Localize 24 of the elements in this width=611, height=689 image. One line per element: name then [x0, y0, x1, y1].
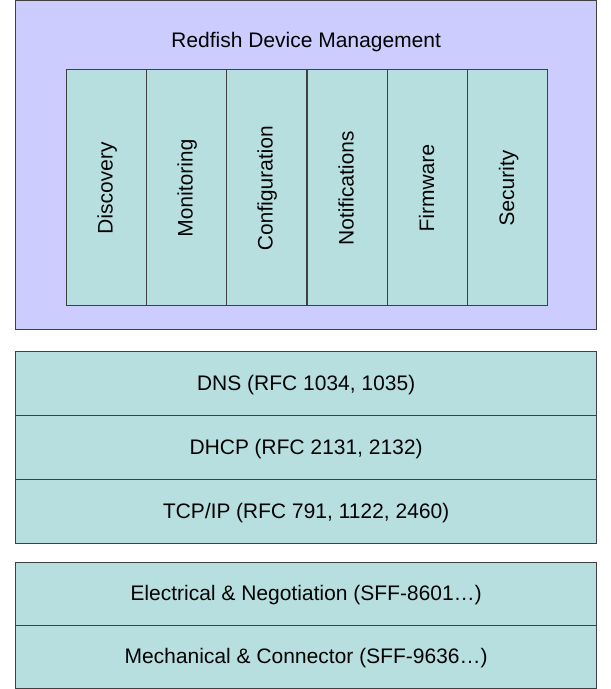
layer-label: Notifications: [334, 130, 360, 245]
layer-label: Security: [494, 150, 520, 226]
layer-box: [66, 69, 147, 306]
layer-box: [146, 69, 227, 306]
layer-label: Discovery: [94, 141, 119, 234]
layer-label: DNS (RFC 1034, 1035): [196, 370, 416, 397]
layer-box: [467, 69, 548, 306]
layer-label: Configuration: [254, 125, 279, 250]
group-title: Redfish Device Management: [170, 28, 442, 54]
layer-box: [15, 479, 597, 544]
layer-box: [15, 625, 597, 689]
layer-box: [307, 69, 388, 306]
layer-box: [15, 351, 597, 416]
layer-label: TCP/IP (RFC 791, 1122, 2460): [162, 498, 450, 525]
layer-label: Firmware: [414, 144, 440, 232]
layer-box: [15, 415, 597, 480]
layer-box: [387, 69, 468, 306]
layer-label: Mechanical & Connector (SFF-9636…): [124, 644, 488, 670]
layer-label: DHCP (RFC 2131, 2132): [189, 434, 423, 461]
group-box: [15, 0, 597, 330]
layer-label: Monitoring: [174, 138, 199, 237]
layer-box: [15, 562, 597, 626]
layer-label: Electrical & Negotiation (SFF-8601…): [130, 581, 482, 608]
layer-box: [226, 69, 307, 306]
